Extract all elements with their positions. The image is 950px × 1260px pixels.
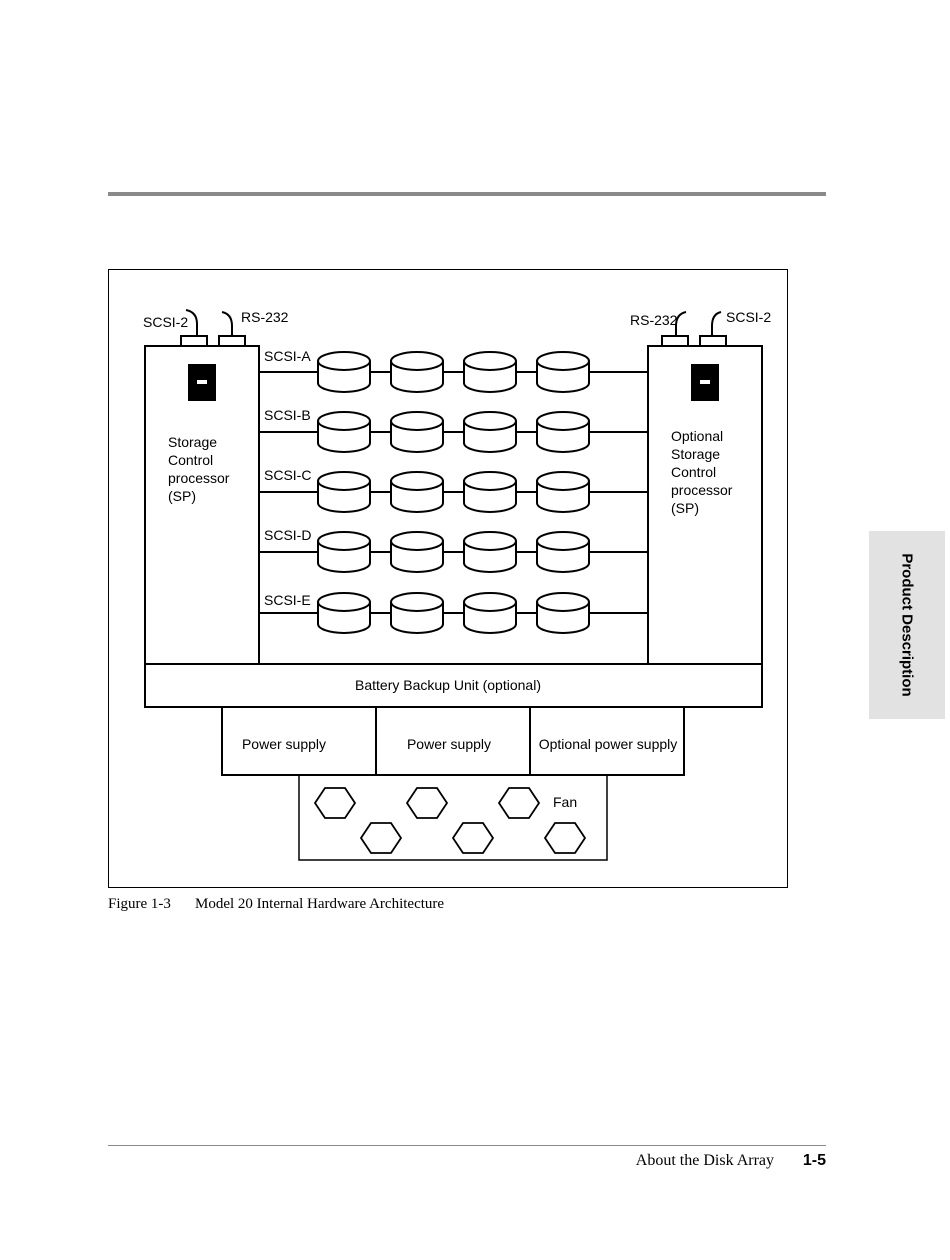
power-supply-label-1: Power supply [242,736,326,752]
fan-icon [405,787,449,819]
right-scsi2-connector [699,335,727,347]
right-rs232-connector [661,335,689,347]
disk-drive-icon [317,471,371,513]
chapter-side-tab: Product Description [869,531,945,719]
disk-drive-icon [317,592,371,634]
figure-title: Model 20 Internal Hardware Architecture [195,896,445,912]
left-rs232-connector [218,335,246,347]
left-sp-label-4: (SP) [168,488,196,504]
left-sp-label-3: processor [168,470,230,486]
right-sp-label-4: processor [671,482,733,498]
disk-drive-icon [390,592,444,634]
disk-drive-icon [536,592,590,634]
figure-caption: Figure 1-3 Model 20 Internal Hardware Arc… [108,896,444,913]
side-tab-label: Product Description [898,553,916,697]
footer-page-number: 1-5 [802,1152,826,1169]
disk-drive-icon [536,471,590,513]
bus-label-c: SCSI-C [264,467,311,483]
left-sp-label-1: Storage [168,434,217,450]
disk-drive-icon [463,411,517,453]
right-sp-label-1: Optional [671,428,723,444]
fan-icon [313,787,357,819]
power-supply-label-3: Optional power supply [539,736,678,752]
footer-rule [108,1145,826,1146]
bus-label-a: SCSI-A [264,348,311,364]
bus-label-e: SCSI-E [264,592,311,608]
disk-drive-icon [390,351,444,393]
disk-drive-icon [317,531,371,573]
fan-icon [359,822,403,854]
left-rs232-cable [221,311,233,336]
disk-drive-icon [536,351,590,393]
disk-drive-icon [536,531,590,573]
right-rs232-cable [675,311,687,336]
left-rs232-label: RS-232 [241,309,289,325]
left-sp-label-2: Control [168,452,213,468]
fan-icon [497,787,541,819]
disk-drive-icon [463,531,517,573]
right-sp-label-5: (SP) [671,500,699,516]
right-sp-label-3: Control [671,464,716,480]
footer-section-title: About the Disk Array [635,1152,774,1169]
header-rule [108,192,826,196]
fan-icon [451,822,495,854]
disk-drive-icon [390,471,444,513]
right-scsi2-cable [711,311,722,336]
right-rs232-label: RS-232 [630,312,678,328]
right-scsi2-label: SCSI-2 [726,309,771,325]
left-scsi2-label: SCSI-2 [143,314,188,330]
fan-box [298,774,608,861]
right-sp-label-2: Storage [671,446,720,462]
disk-drive-icon [317,411,371,453]
fan-icon [543,822,587,854]
disk-drive-icon [536,411,590,453]
disk-drive-icon [390,531,444,573]
figure-frame [108,269,788,888]
bus-label-b: SCSI-B [264,407,311,423]
power-supply-label-2: Power supply [407,736,491,752]
disk-drive-icon [390,411,444,453]
disk-drive-icon [463,592,517,634]
figure-number: Figure 1-3 [108,896,171,912]
battery-backup-label: Battery Backup Unit (optional) [355,677,541,693]
disk-drive-icon [463,471,517,513]
left-scsi2-connector [180,335,208,347]
disk-drive-icon [317,351,371,393]
bus-label-d: SCSI-D [264,527,311,543]
fan-label: Fan [553,794,577,810]
disk-drive-icon [463,351,517,393]
left-scsi2-cable [185,309,198,336]
